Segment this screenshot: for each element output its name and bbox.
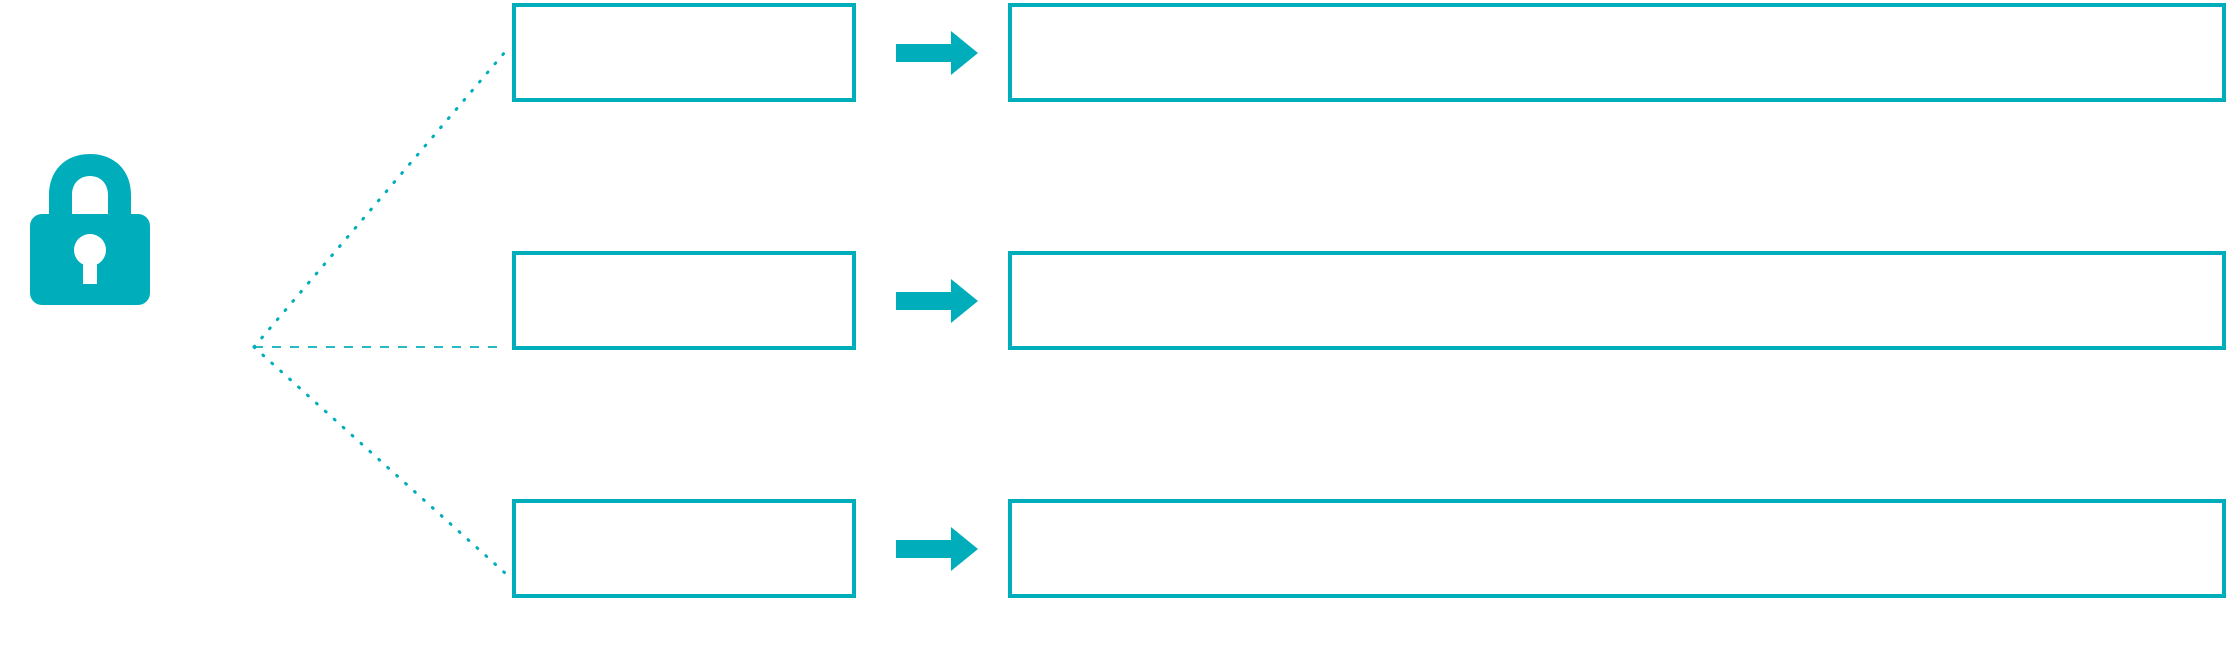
output-box-row-3[interactable] xyxy=(1008,499,2226,598)
flow-arrow-row-1 xyxy=(896,31,978,75)
connector-line-row-3 xyxy=(252,345,507,575)
output-box-row-3-label xyxy=(1012,503,2222,594)
flow-arrow-row-3 xyxy=(896,527,978,571)
connector-line-row-1 xyxy=(252,50,507,349)
output-box-row-1-label xyxy=(1012,7,2222,98)
input-box-row-1-label xyxy=(516,7,852,98)
flow-arrow-row-2 xyxy=(896,279,978,323)
output-box-row-2[interactable] xyxy=(1008,251,2226,350)
lock-icon xyxy=(30,154,150,305)
output-box-row-2-label xyxy=(1012,255,2222,346)
input-box-row-1[interactable] xyxy=(512,3,856,102)
input-box-row-3[interactable] xyxy=(512,499,856,598)
input-box-row-3-label xyxy=(516,503,852,594)
input-box-row-2-label xyxy=(516,255,852,346)
output-box-row-1[interactable] xyxy=(1008,3,2226,102)
input-box-row-2[interactable] xyxy=(512,251,856,350)
